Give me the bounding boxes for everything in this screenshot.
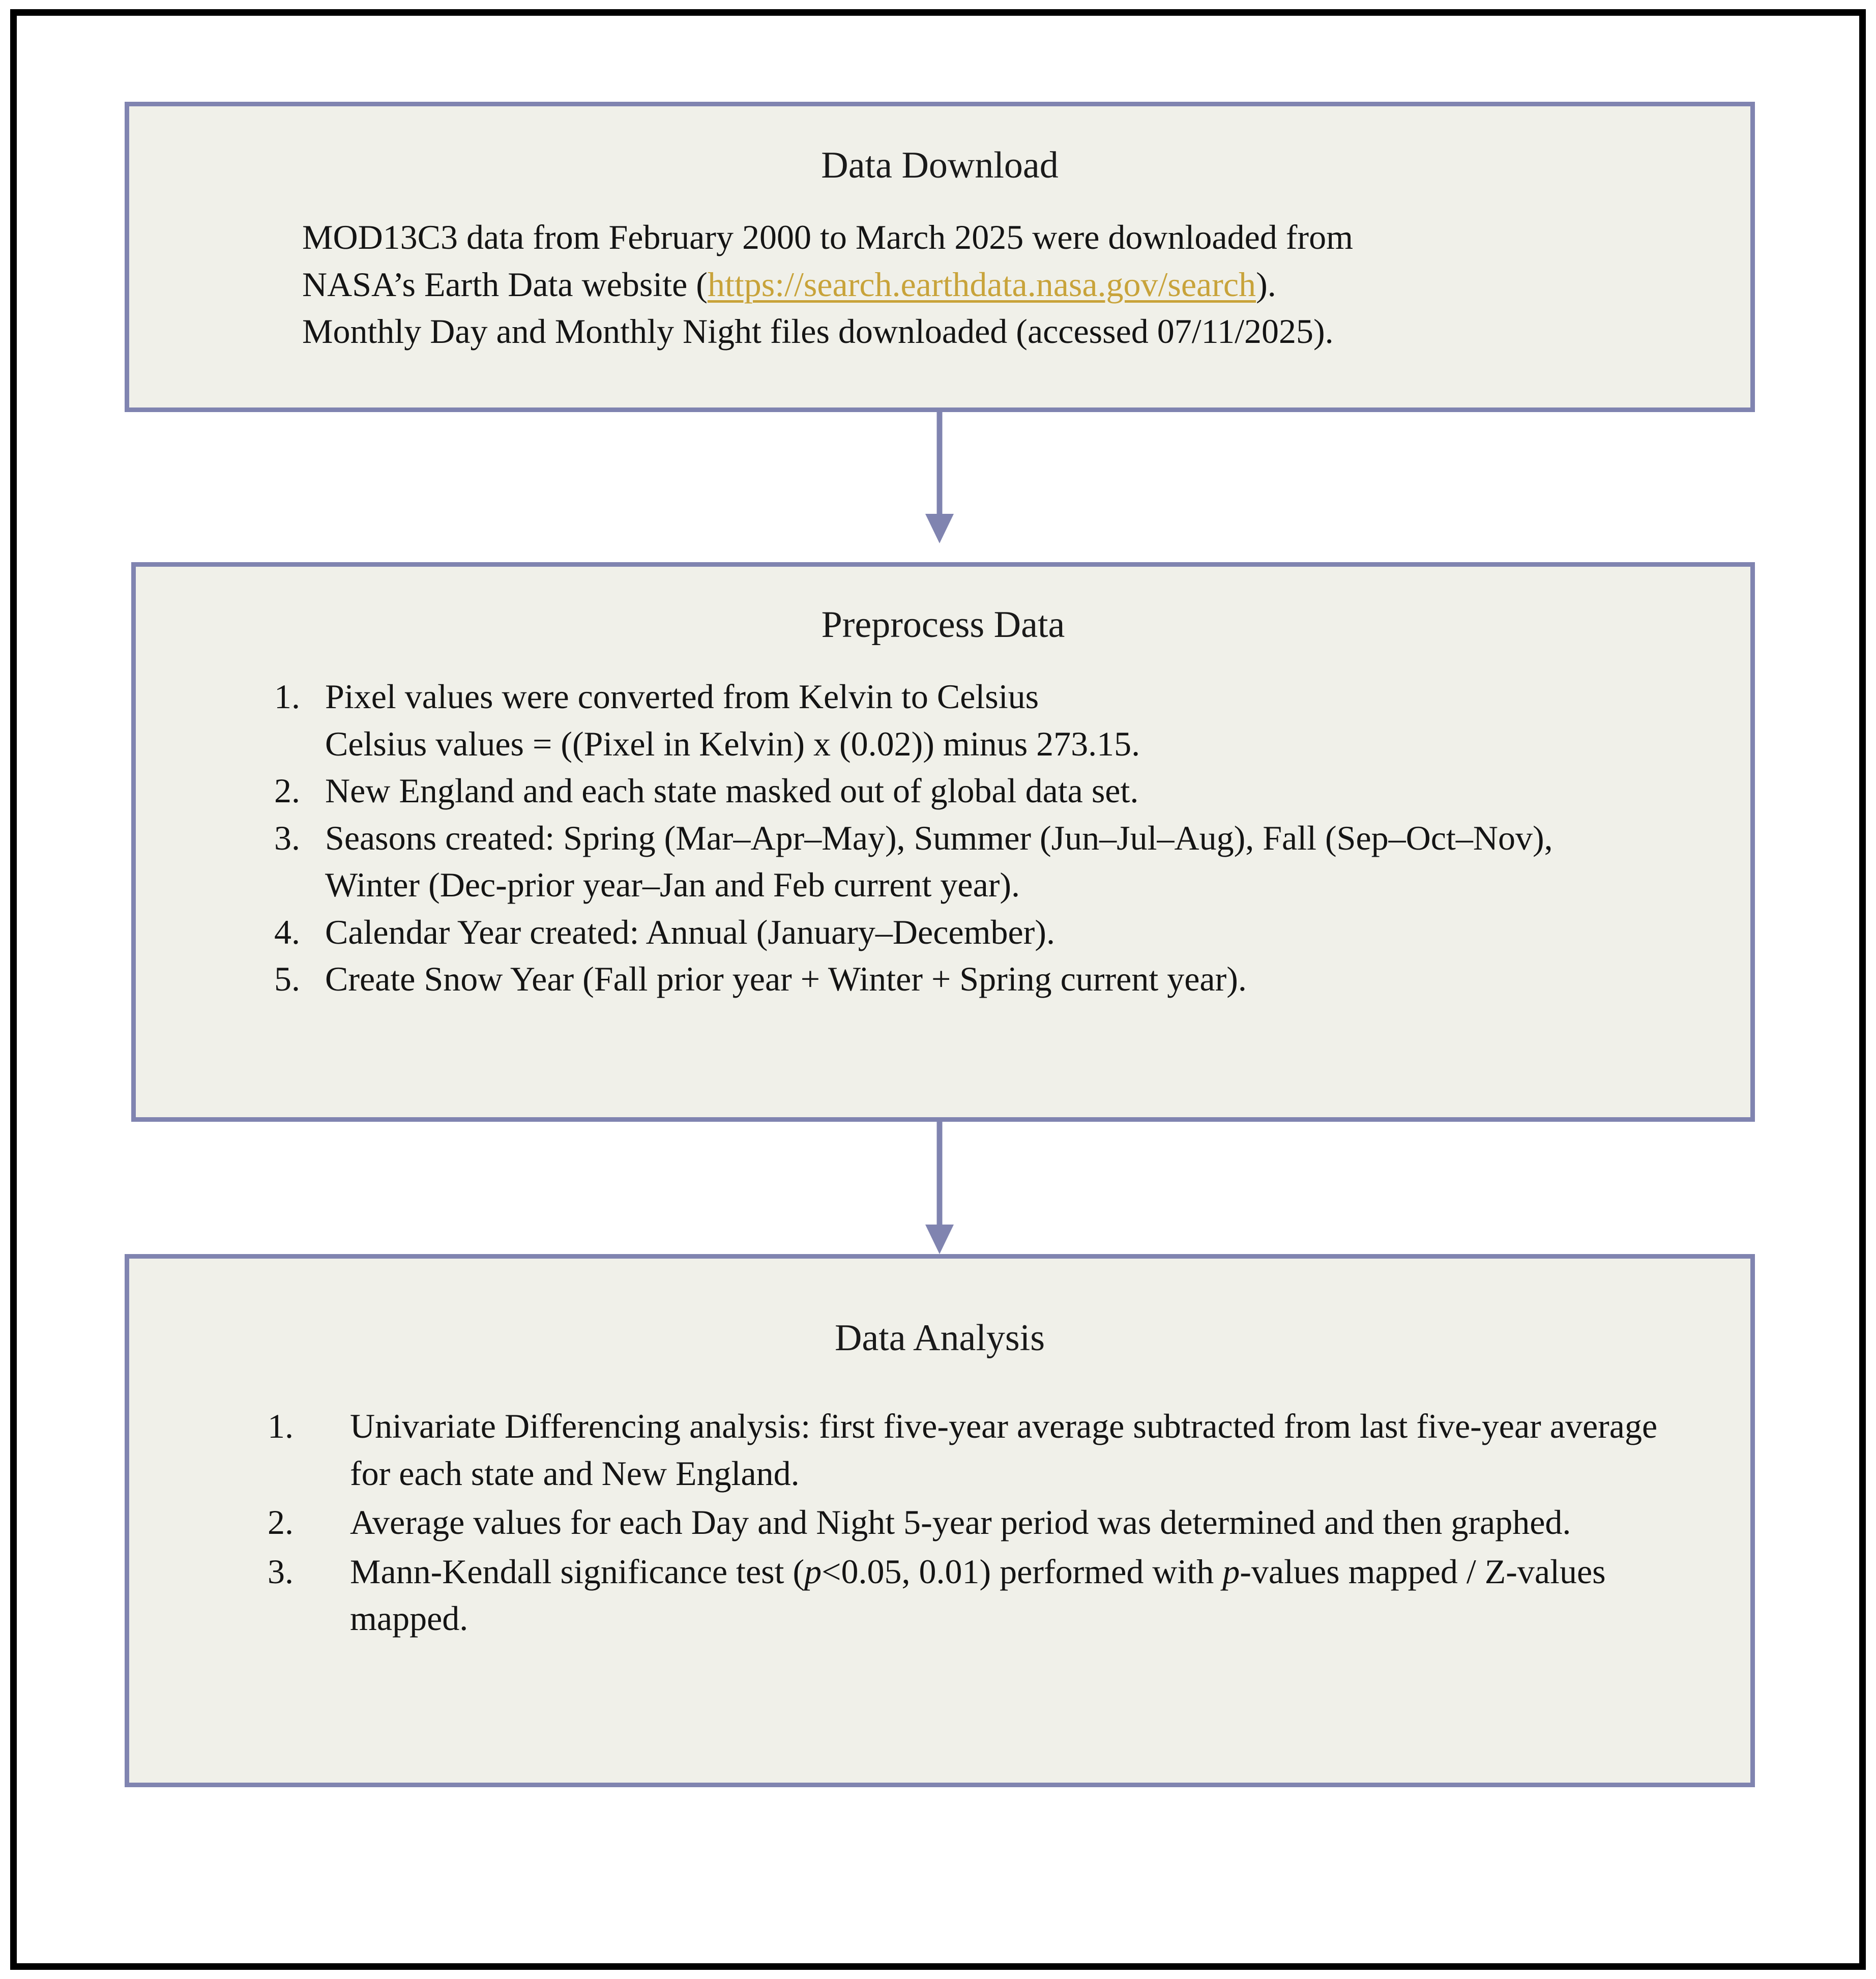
node-data-analysis[interactable]: Data Analysis 1. Univariate Differencing… xyxy=(125,1254,1755,1787)
step-number: 2. xyxy=(274,771,300,810)
earthdata-search-link[interactable]: https://search.earthdata.nasa.gov/search xyxy=(707,265,1256,304)
step-number: 5. xyxy=(274,959,300,999)
step-text: Seasons created: Spring (Mar–Apr–May), S… xyxy=(325,818,1553,905)
step-number: 3. xyxy=(268,1552,294,1591)
mk-part-c: -values mapped / Z-values mapped. xyxy=(350,1552,1606,1638)
preprocess-step-list: 1. Pixel values were converted from Kelv… xyxy=(274,673,1648,1002)
node-title-preprocess-data: Preprocess Data xyxy=(821,604,1065,646)
step-number: 1. xyxy=(274,677,300,716)
mk-part-a: Mann-Kendall significance test ( xyxy=(350,1552,805,1591)
node-data-download[interactable]: Data Download MOD13C3 data from February… xyxy=(125,102,1755,412)
step-text: Average values for each Day and Night 5-… xyxy=(350,1503,1571,1542)
list-item: 4. Calendar Year created: Annual (Januar… xyxy=(274,909,1648,955)
list-item: 5. Create Snow Year (Fall prior year + W… xyxy=(274,955,1648,1002)
node-title-data-analysis: Data Analysis xyxy=(834,1317,1045,1359)
step-subtext: Celsius values = ((Pixel in Kelvin) x (0… xyxy=(325,724,1140,763)
arrow-down-icon xyxy=(925,412,954,543)
node-title-data-download: Data Download xyxy=(821,144,1059,186)
node-body-data-download: MOD13C3 data from February 2000 to March… xyxy=(302,214,1750,355)
download-line-2: NASA’s Earth Data website (https://searc… xyxy=(302,261,1750,308)
download-line-1: MOD13C3 data from February 2000 to March… xyxy=(302,218,1353,257)
list-item: 1. Pixel values were converted from Kelv… xyxy=(274,673,1648,767)
step-text: Calendar Year created: Annual (January–D… xyxy=(325,912,1055,951)
node-preprocess-data[interactable]: Preprocess Data 1. Pixel values were con… xyxy=(131,562,1755,1122)
analysis-step-list: 1. Univariate Differencing analysis: fir… xyxy=(268,1403,1672,1642)
list-item: 2. New England and each state masked out… xyxy=(274,767,1648,814)
mk-p-italic-2: p xyxy=(1222,1552,1240,1591)
step-number: 4. xyxy=(274,912,300,951)
list-item: 3. Mann-Kendall significance test (p<0.0… xyxy=(268,1548,1672,1642)
mk-p-italic-1: p xyxy=(804,1552,822,1591)
download-line-2-prefix: NASA’s Earth Data website ( xyxy=(302,265,708,304)
step-text: Univariate Differencing analysis: first … xyxy=(350,1407,1658,1493)
list-item: 2. Average values for each Day and Night… xyxy=(268,1499,1672,1546)
list-item: 3. Seasons created: Spring (Mar–Apr–May)… xyxy=(274,814,1648,909)
list-item: 1. Univariate Differencing analysis: fir… xyxy=(268,1403,1672,1497)
download-line-2-suffix: ). xyxy=(1256,265,1276,304)
step-text: New England and each state masked out of… xyxy=(325,771,1139,810)
mk-part-b: <0.05, 0.01) performed with xyxy=(822,1552,1223,1591)
step-text-mann-kendall: Mann-Kendall significance test (p<0.05, … xyxy=(350,1548,1672,1642)
step-text: Pixel values were converted from Kelvin … xyxy=(325,677,1039,716)
download-line-3: Monthly Day and Monthly Night files down… xyxy=(302,312,1334,351)
step-number: 3. xyxy=(274,818,300,857)
step-number: 1. xyxy=(268,1407,294,1446)
arrow-down-icon xyxy=(925,1122,954,1254)
step-number: 2. xyxy=(268,1503,294,1542)
step-text: Create Snow Year (Fall prior year + Wint… xyxy=(325,959,1247,999)
